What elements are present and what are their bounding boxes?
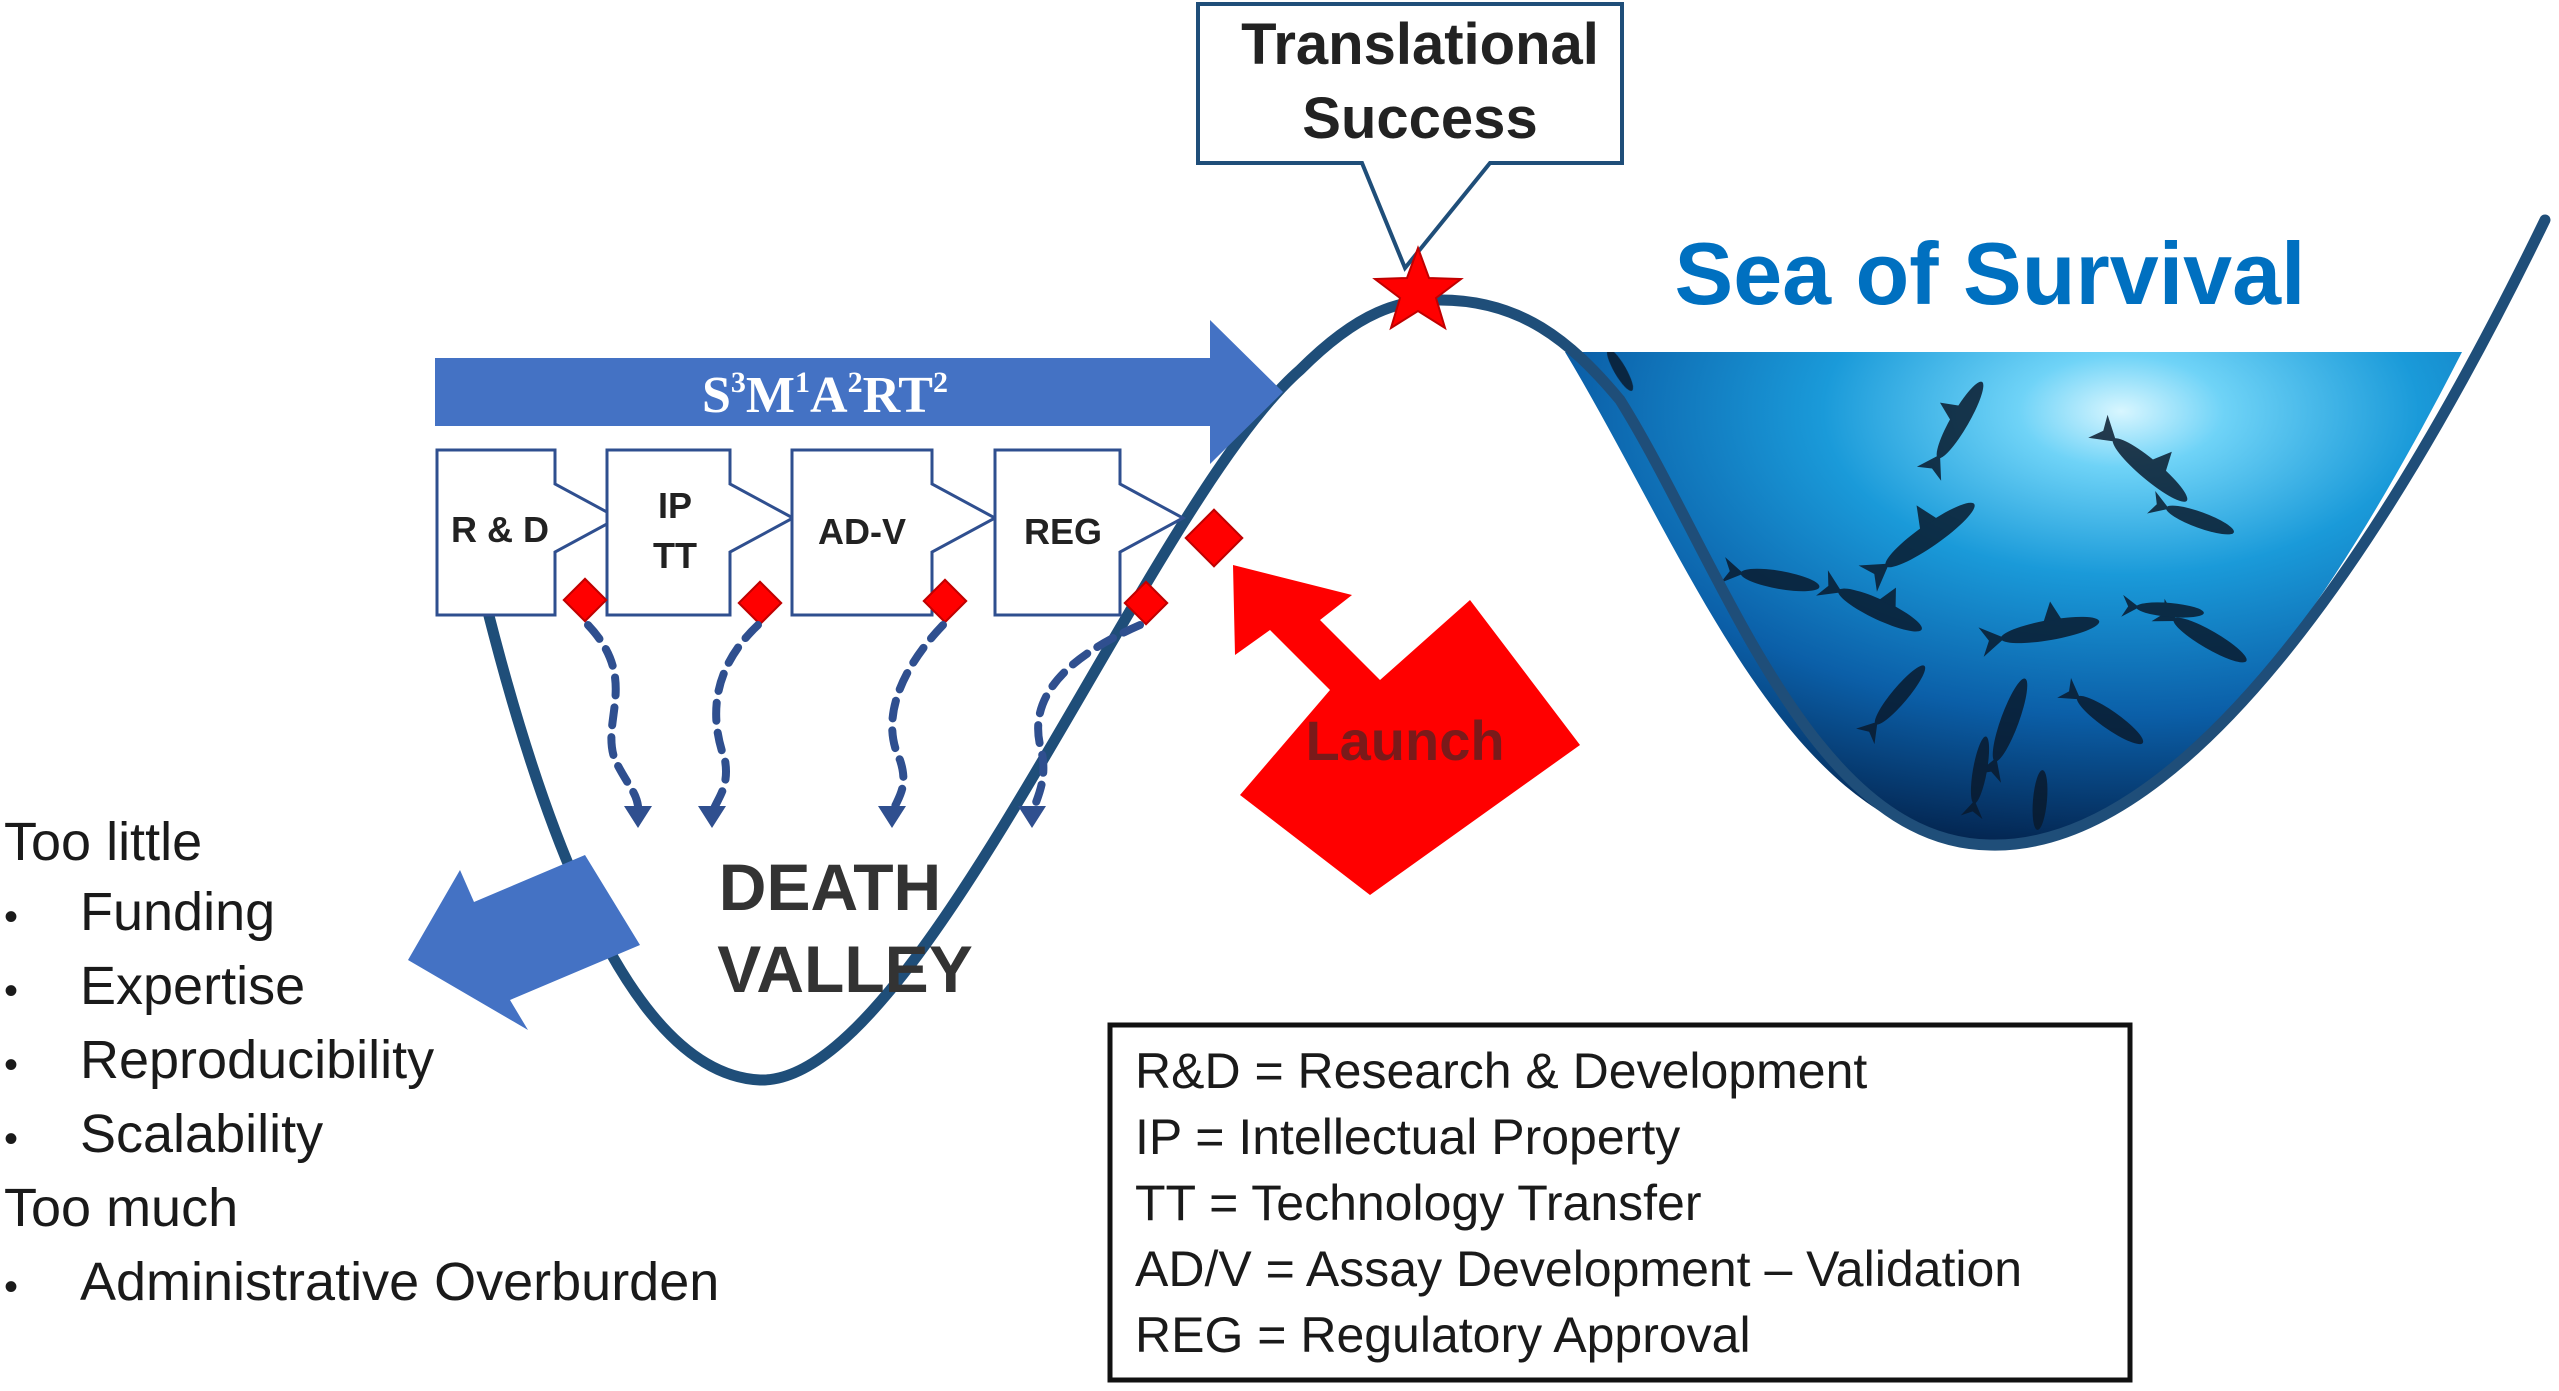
legend-row: AD/V = Assay Development – Validation [1135, 1241, 2022, 1297]
legend-row: TT = Technology Transfer [1135, 1175, 1702, 1231]
callout-line-1: Translational [1241, 12, 1599, 77]
drop-arrowheads [624, 806, 1046, 828]
down-arrowhead-icon [878, 806, 906, 828]
sea-water-image [1565, 352, 2462, 846]
drop-arrow [888, 621, 947, 819]
checkpoints [562, 508, 1244, 626]
problem-item: Expertise [80, 956, 305, 1016]
callout-line-2: Success [1302, 86, 1537, 151]
too-much-heading: Too much [4, 1178, 238, 1238]
failure-drop-arrows [584, 621, 1144, 819]
stage-adv: AD-V [790, 448, 999, 617]
sea-of-survival-title: Sea of Survival [1675, 224, 2306, 323]
checkpoint-diamond-icon [1123, 580, 1169, 626]
checkpoint-diamond-icon [562, 577, 608, 623]
checkpoint-diamond-icon [922, 578, 968, 624]
problems-list: Too little • Funding • Expertise • Repro… [4, 812, 719, 1312]
death-valley-line-1: DEATH [719, 850, 941, 924]
checkpoint-diamond-icon [737, 580, 783, 626]
legend-row: R&D = Research & Development [1135, 1043, 1867, 1099]
valley-mountain-curve [479, 214, 2551, 1086]
drop-arrow [1028, 621, 1144, 819]
down-arrowhead-icon [1018, 806, 1046, 828]
stage-ip-label: IP [658, 485, 692, 526]
translational-success-callout: Translational Success [1196, 2, 1624, 272]
death-valley-line-2: VALLEY [717, 932, 972, 1006]
drop-arrow [708, 621, 762, 819]
launch-arrow: Launch [1233, 565, 1580, 895]
shark-silhouettes [1606, 352, 2247, 830]
too-little-heading: Too little [4, 812, 202, 872]
stage-rd-label: R & D [451, 509, 549, 550]
launch-label: Launch [1305, 709, 1504, 772]
down-arrowhead-icon [698, 806, 726, 828]
smart-formula: S3M1A2RT2 [702, 366, 948, 424]
bullet-icon: • [4, 969, 18, 1013]
problem-item: Administrative Overburden [80, 1252, 719, 1312]
bullet-icon: • [4, 1043, 18, 1087]
legend-row: REG = Regulatory Approval [1135, 1307, 1751, 1363]
problem-item: Reproducibility [80, 1030, 434, 1090]
success-star-icon [1372, 245, 1464, 331]
stage-reg-label: REG [1024, 511, 1102, 552]
problem-item: Scalability [80, 1104, 323, 1164]
bullet-icon: • [4, 1265, 18, 1309]
bullet-icon: • [4, 1117, 18, 1161]
stage-adv-label: AD-V [818, 511, 906, 552]
stage-ip-tt: IP TT [605, 448, 797, 617]
stage-rd: R & D [435, 448, 622, 617]
stage-tt-label: TT [653, 535, 697, 576]
smart-arrow: S3M1A2RT2 [435, 320, 1283, 464]
abbreviation-legend: R&D = Research & Development IP = Intell… [1107, 1022, 2133, 1383]
stage-reg: REG [993, 448, 1187, 617]
problem-item: Funding [80, 882, 275, 942]
launch-diamond-icon [1184, 508, 1244, 568]
exit-arrow [408, 855, 640, 1030]
drop-arrow [584, 621, 643, 819]
bullet-icon: • [4, 895, 18, 939]
down-arrowhead-icon [624, 806, 652, 828]
legend-row: IP = Intellectual Property [1135, 1109, 1680, 1165]
